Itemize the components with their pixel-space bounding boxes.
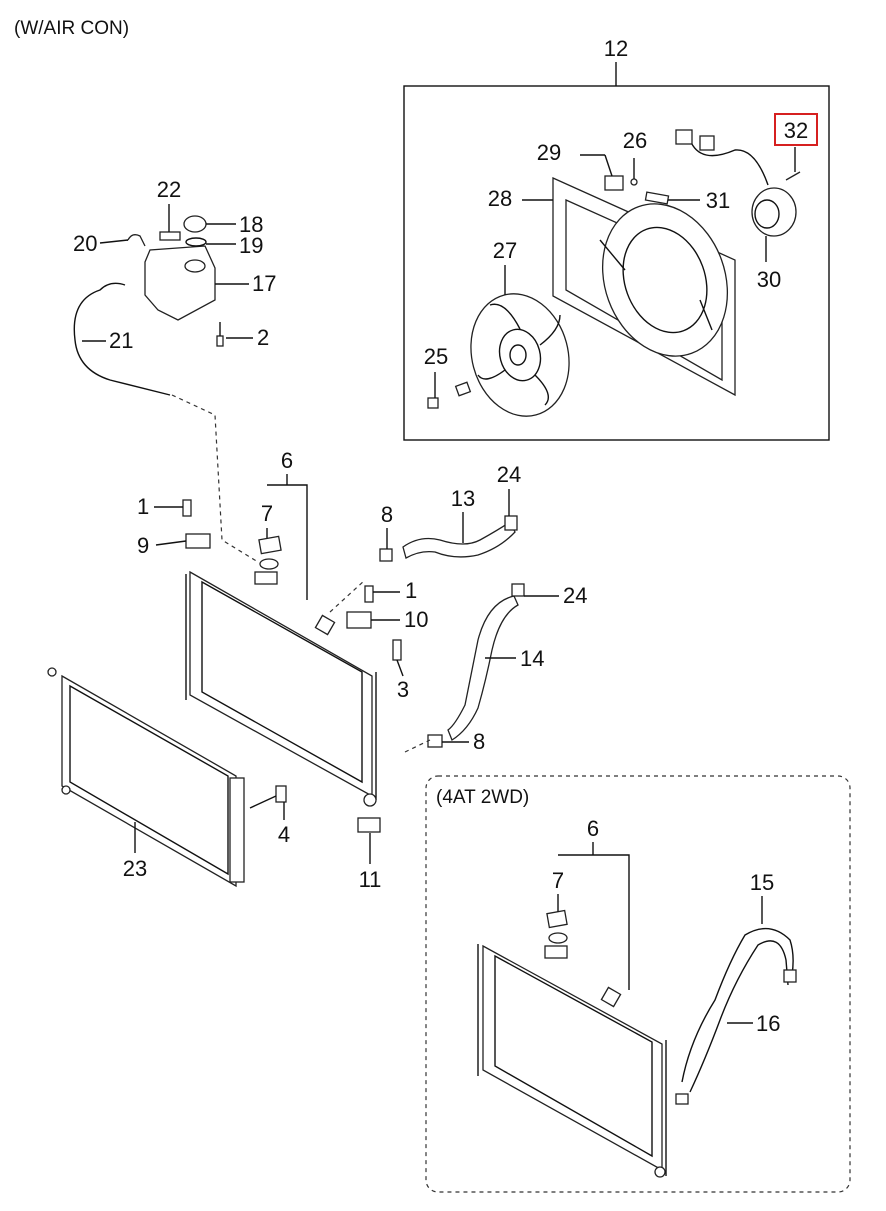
- upper-hose: [402, 521, 516, 559]
- callout-23: 23: [123, 856, 147, 881]
- radiator-cap: [258, 535, 282, 555]
- bracket: [346, 611, 372, 629]
- callout-31: 31: [706, 188, 730, 213]
- coolant-reservoir: [73, 215, 224, 396]
- callout-7-inset: 7: [552, 868, 564, 893]
- callout-1: 1: [137, 494, 149, 519]
- callout-26: 26: [623, 128, 647, 153]
- callout-4: 4: [278, 822, 290, 847]
- callout-25: 25: [424, 344, 448, 369]
- fan-motor: [675, 129, 797, 262]
- callout-11: 11: [359, 867, 382, 892]
- callout-22: 22: [157, 177, 181, 202]
- inset-title: (4AT 2WD): [436, 787, 529, 808]
- inset-radiator: [477, 909, 667, 1178]
- callout-6: 6: [281, 448, 293, 473]
- mount-insulator: [357, 817, 381, 833]
- callout-24: 24: [563, 583, 587, 608]
- callout-9: 9: [137, 533, 149, 558]
- callout-8: 8: [473, 729, 485, 754]
- callout-28: 28: [488, 186, 512, 211]
- inset-4at-2wd: [425, 775, 851, 1193]
- callout-1: 1: [405, 578, 417, 603]
- hose-clamp: [511, 583, 525, 597]
- callout-12: 12: [604, 36, 628, 61]
- highlight-box-32: [774, 113, 818, 146]
- callout-16: 16: [756, 1011, 780, 1036]
- callout-32: 32: [784, 118, 808, 143]
- motor-bolt: [785, 147, 801, 181]
- callout-27: 27: [493, 238, 517, 263]
- callout-30: 30: [757, 267, 781, 292]
- bolt: [364, 585, 374, 603]
- fan-shroud: [552, 176, 736, 397]
- callout-13: 13: [451, 486, 475, 511]
- radiator: [185, 558, 377, 807]
- resistor-bracket: [580, 154, 700, 205]
- overflow-hose-path: [171, 394, 259, 563]
- hose-clamp: [427, 734, 443, 748]
- callout-3: 3: [397, 677, 409, 702]
- callout-21: 21: [109, 328, 133, 353]
- callout-17: 17: [252, 271, 276, 296]
- hose-clamp: [379, 548, 393, 562]
- callout-6-inset: 6: [587, 816, 599, 841]
- bolt: [392, 639, 402, 661]
- diagram-title: (W/AIR CON): [14, 18, 129, 39]
- callout-24: 24: [497, 462, 521, 487]
- ac-condenser: [47, 667, 287, 888]
- fan-nut: [427, 372, 472, 409]
- inset-oil-cooler-hoses: [675, 927, 797, 1105]
- lower-hose: [447, 595, 519, 741]
- callout-7: 7: [261, 501, 273, 526]
- callout-10: 10: [404, 607, 428, 632]
- callout-8: 8: [381, 502, 393, 527]
- callout-29: 29: [537, 140, 561, 165]
- bracket: [185, 533, 211, 549]
- callout-15: 15: [750, 870, 774, 895]
- callout-18: 18: [239, 212, 263, 237]
- callout-20: 20: [73, 231, 97, 256]
- callout-14: 14: [520, 646, 544, 671]
- callout-19: 19: [239, 233, 263, 258]
- callout-2: 2: [257, 325, 269, 350]
- hose-clamp: [504, 515, 518, 531]
- bolt: [182, 499, 192, 517]
- cooling-fan-blade: [470, 293, 570, 417]
